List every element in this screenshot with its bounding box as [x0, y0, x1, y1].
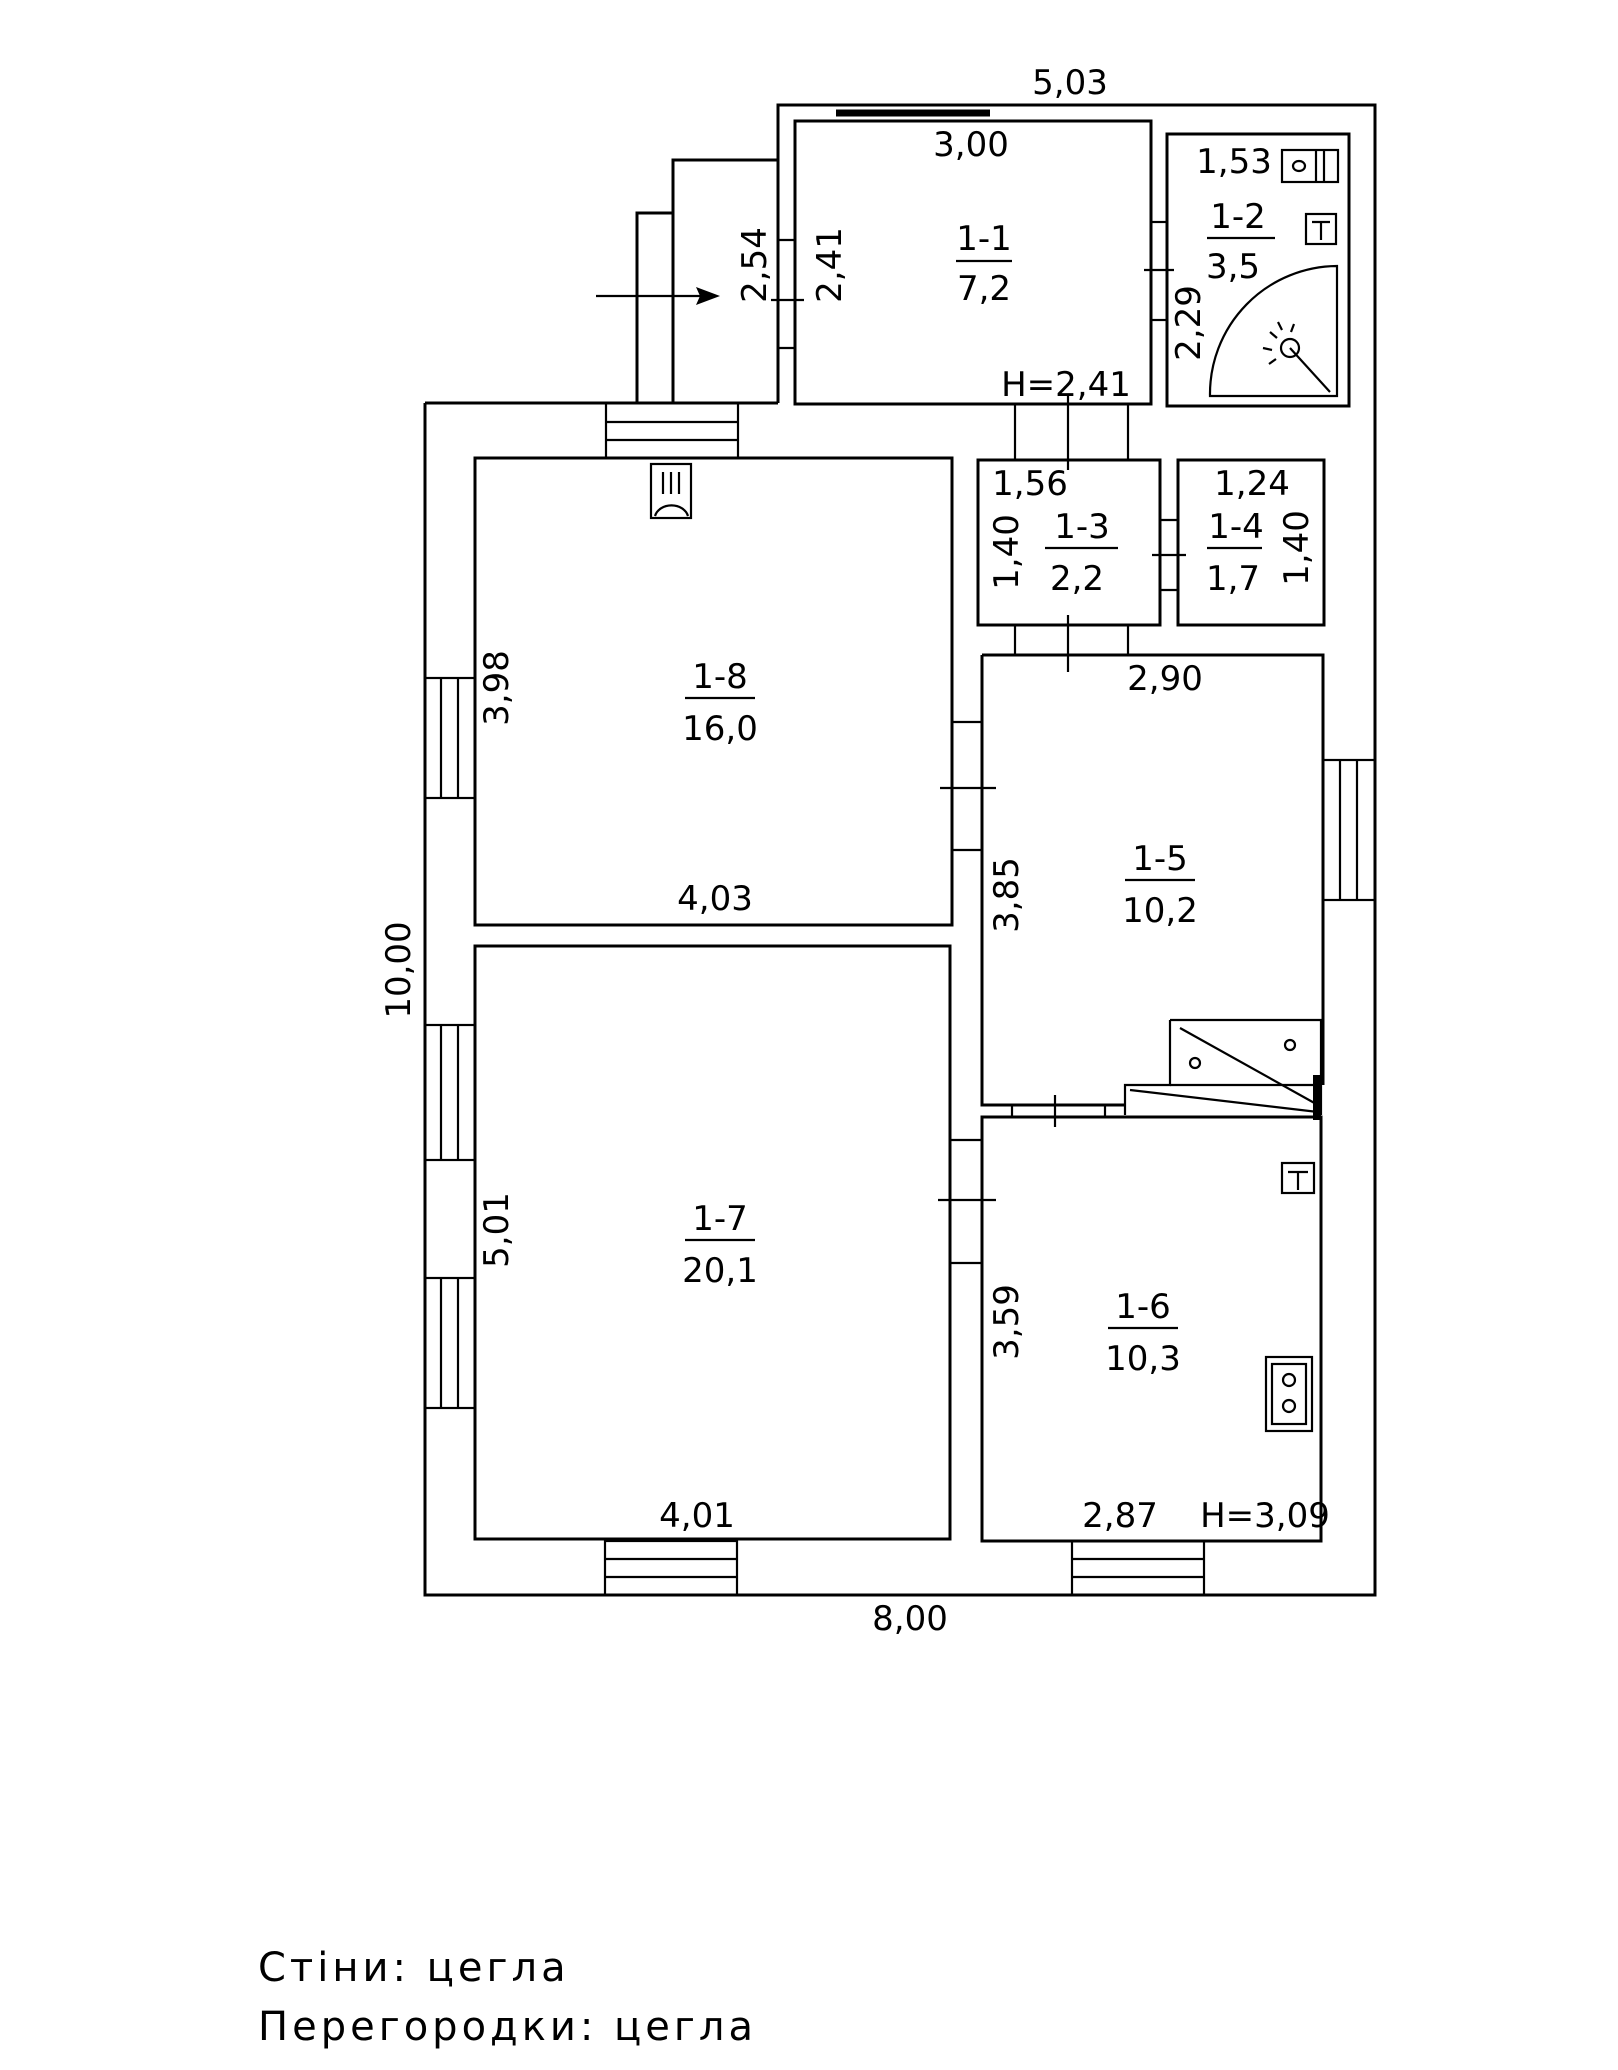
dim-r16-ceiling: H=3,09 [1200, 1496, 1330, 1536]
dim-r13-height: 1,40 [987, 514, 1027, 590]
window-north-1-8 [604, 401, 740, 460]
room-1-6-outline [980, 1115, 1323, 1543]
dim-r14-width: 1,24 [1214, 464, 1290, 504]
door-porch-1-1 [771, 238, 804, 350]
window-west-1-8 [423, 676, 477, 800]
window-east-1-5 [1321, 758, 1377, 902]
wall-boiler-icon [1280, 1161, 1316, 1195]
room-1-6-area: 10,3 [1105, 1339, 1181, 1379]
dim-r17-width: 4,01 [659, 1496, 735, 1536]
dim-r17-height: 5,01 [477, 1192, 517, 1268]
door-1-3-1-4 [1152, 518, 1186, 592]
dim-r16-width: 2,87 [1082, 1496, 1158, 1536]
door-1-1-1-2 [1144, 220, 1174, 322]
room-1-4-id: 1-4 [1208, 507, 1264, 547]
window-west-1-7-lower [423, 1276, 477, 1410]
room-1-1-outline [793, 119, 1153, 406]
room-1-5-id: 1-5 [1132, 839, 1188, 879]
room-1-7-outline [473, 944, 952, 1541]
dim-r11-height: 2,41 [810, 227, 850, 303]
room-1-7-id: 1-7 [692, 1199, 748, 1239]
door-1-3-1-5 [1013, 615, 1130, 672]
legend-partitions: Перегородки: цегла [258, 2004, 757, 2050]
door-1-7-1-6 [938, 1138, 996, 1265]
entrance-arrow-head [696, 287, 720, 305]
room-1-2-area: 3,5 [1206, 247, 1260, 287]
room-1-4-area: 1,7 [1206, 559, 1260, 599]
room-1-3-id: 1-3 [1054, 507, 1110, 547]
dim-r15-width: 2,90 [1127, 659, 1203, 699]
outer-wall [423, 103, 1377, 1597]
dim-top-outer: 5,03 [1032, 63, 1108, 103]
room-1-2-id: 1-2 [1210, 197, 1266, 237]
room-1-3-area: 2,2 [1050, 559, 1104, 599]
room-1-1-area: 7,2 [957, 269, 1011, 309]
dim-r11-width: 3,00 [933, 125, 1009, 165]
room-1-4-outline [1176, 458, 1326, 627]
dim-r18-width: 4,03 [677, 879, 753, 919]
porch [635, 158, 778, 403]
dim-r16-height: 3,59 [987, 1284, 1027, 1360]
room-1-5-area: 10,2 [1122, 891, 1198, 931]
stove-icon [649, 462, 693, 520]
gas-stove-icon [1264, 1355, 1314, 1433]
dim-r15-height: 3,85 [987, 857, 1027, 933]
kitchen-counter [1123, 1018, 1323, 1120]
window-south-1-7 [603, 1539, 739, 1597]
dim-r12-height: 2,29 [1169, 285, 1209, 361]
room-1-5-outline [980, 653, 1325, 1107]
dim-total-height: 10,00 [379, 921, 419, 1018]
dim-r12-width: 1,53 [1196, 142, 1272, 182]
toilet-icon [1280, 148, 1340, 184]
door-1-8-1-5 [940, 720, 996, 852]
room-1-8-id: 1-8 [692, 657, 748, 697]
door-1-5-1-6 [1010, 1095, 1107, 1127]
room-1-7-area: 20,1 [682, 1251, 758, 1291]
dim-bottom-outer: 8,00 [872, 1599, 948, 1639]
shower-icon [1208, 264, 1339, 398]
dim-r13-width: 1,56 [992, 464, 1068, 504]
room-1-8-area: 16,0 [682, 709, 758, 749]
dim-r11-ceiling: H=2,41 [1001, 365, 1131, 405]
room-1-1-id: 1-1 [956, 219, 1012, 259]
dim-r14-height: 1,40 [1277, 510, 1317, 586]
dim-r18-height: 3,98 [477, 650, 517, 726]
room-1-6-id: 1-6 [1115, 1287, 1171, 1327]
door-1-1-1-3 [1013, 395, 1130, 470]
boiler-icon [1304, 212, 1338, 246]
legend-walls: Стіни: цегла [258, 1945, 570, 1991]
dim-porch-depth: 2,54 [735, 227, 775, 303]
window-west-1-7-upper [423, 1023, 477, 1162]
window-south-1-6 [1070, 1539, 1206, 1597]
